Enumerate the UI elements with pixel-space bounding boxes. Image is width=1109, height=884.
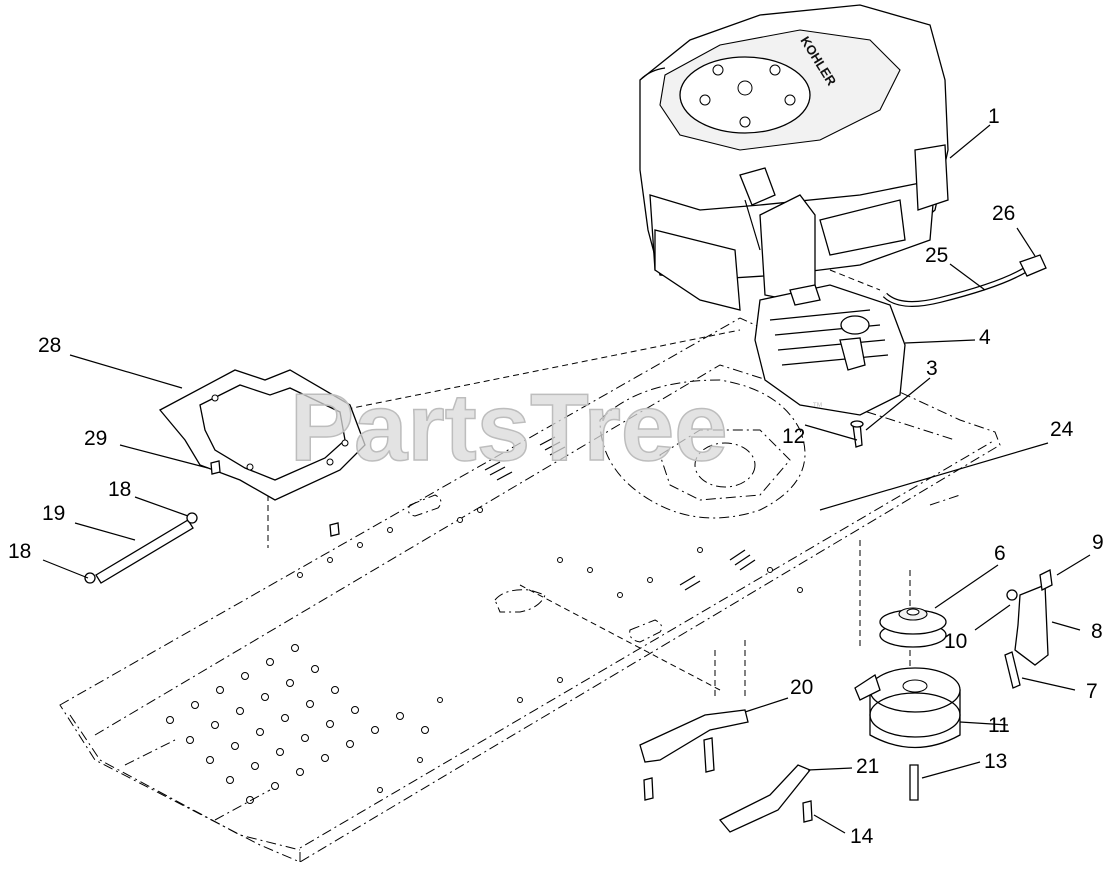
pto-clutch (854, 667, 961, 749)
callout-21: 21 (856, 755, 879, 778)
mount-bracket-right (718, 764, 813, 833)
callout-13: 13 (984, 750, 1007, 773)
callout-25: 25 (925, 244, 948, 267)
muffler-bolt (850, 420, 864, 448)
callout-8: 8 (1091, 620, 1103, 643)
callout-3: 3 (926, 357, 938, 380)
callout-28: 28 (38, 334, 61, 357)
frame-holes (297, 507, 803, 793)
watermark: PartsTree ™ (289, 373, 823, 482)
callout-29: 29 (84, 427, 107, 450)
callout-numbers: 1 3 4 6 7 8 9 10 11 12 13 14 18 18 19 20… (8, 105, 1104, 848)
plate-bolts (210, 460, 340, 537)
frame-chassis (59, 317, 1001, 863)
anti-rotation-bracket (1004, 569, 1053, 689)
watermark-trademark: ™ (812, 401, 823, 413)
pivot-rod (84, 512, 198, 584)
callout-1: 1 (988, 105, 1000, 128)
leader-lines (42, 124, 1091, 834)
fuel-line (829, 254, 1047, 307)
engine-pulley (879, 607, 947, 648)
muffler (754, 284, 906, 416)
clutch-bolt (909, 764, 919, 801)
frame-slots (484, 436, 756, 591)
callout-18-upper: 18 (108, 478, 131, 501)
callout-26: 26 (992, 202, 1015, 225)
engine-assembly: KOHLER (639, 4, 949, 311)
callout-4: 4 (979, 326, 991, 349)
callout-6: 6 (994, 542, 1006, 565)
callout-7: 7 (1086, 680, 1098, 703)
callout-9: 9 (1092, 531, 1104, 554)
callout-14: 14 (850, 825, 874, 848)
watermark-text: PartsTree (290, 374, 728, 481)
callout-24: 24 (1050, 418, 1074, 441)
callout-19: 19 (42, 502, 65, 525)
floor-plate-holes (166, 644, 429, 804)
callout-12: 12 (782, 425, 805, 448)
mount-bracket-left (639, 709, 749, 801)
callout-10: 10 (944, 630, 967, 653)
callout-20: 20 (790, 676, 813, 699)
callout-18-lower: 18 (8, 540, 31, 563)
callout-11: 11 (988, 714, 1010, 737)
